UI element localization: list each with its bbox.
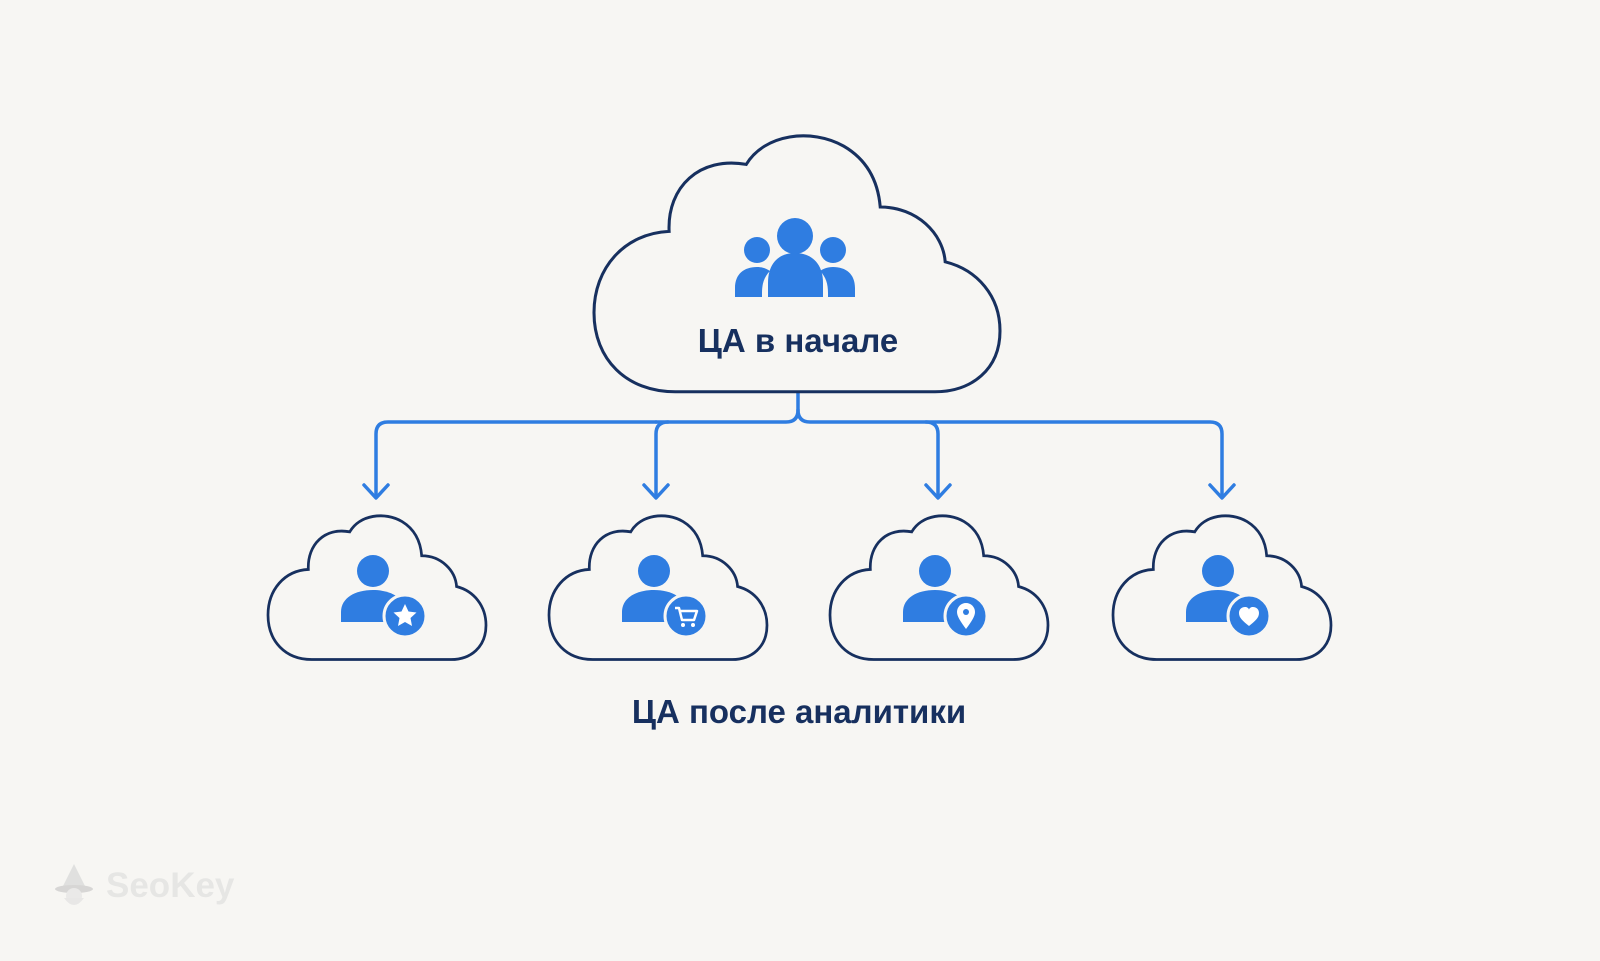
top-cloud-label: ЦА в начале [697, 322, 899, 359]
watermark-text: SeoKey [106, 866, 235, 905]
arrow-head-1 [362, 483, 390, 500]
child-cloud-2 [547, 514, 769, 661]
top-cloud [592, 134, 1002, 394]
arrow-head-3 [924, 483, 952, 500]
child-cloud-3 [828, 514, 1050, 661]
watermark: SeoKey [52, 862, 234, 910]
user-icon [341, 555, 405, 622]
connector-lines [362, 390, 1236, 500]
wizard-logo-icon [55, 864, 93, 905]
child-cloud-1 [266, 514, 488, 661]
arrow-head-2 [642, 483, 670, 500]
star-icon [382, 593, 428, 639]
group-users-icon [735, 218, 855, 297]
child-cloud-4 [1111, 514, 1333, 661]
location-pin-icon [943, 593, 989, 639]
cart-icon [663, 593, 709, 639]
arrow-head-4 [1208, 483, 1236, 500]
heart-icon [1226, 593, 1272, 639]
bottom-caption: ЦА после аналитики [631, 693, 967, 730]
